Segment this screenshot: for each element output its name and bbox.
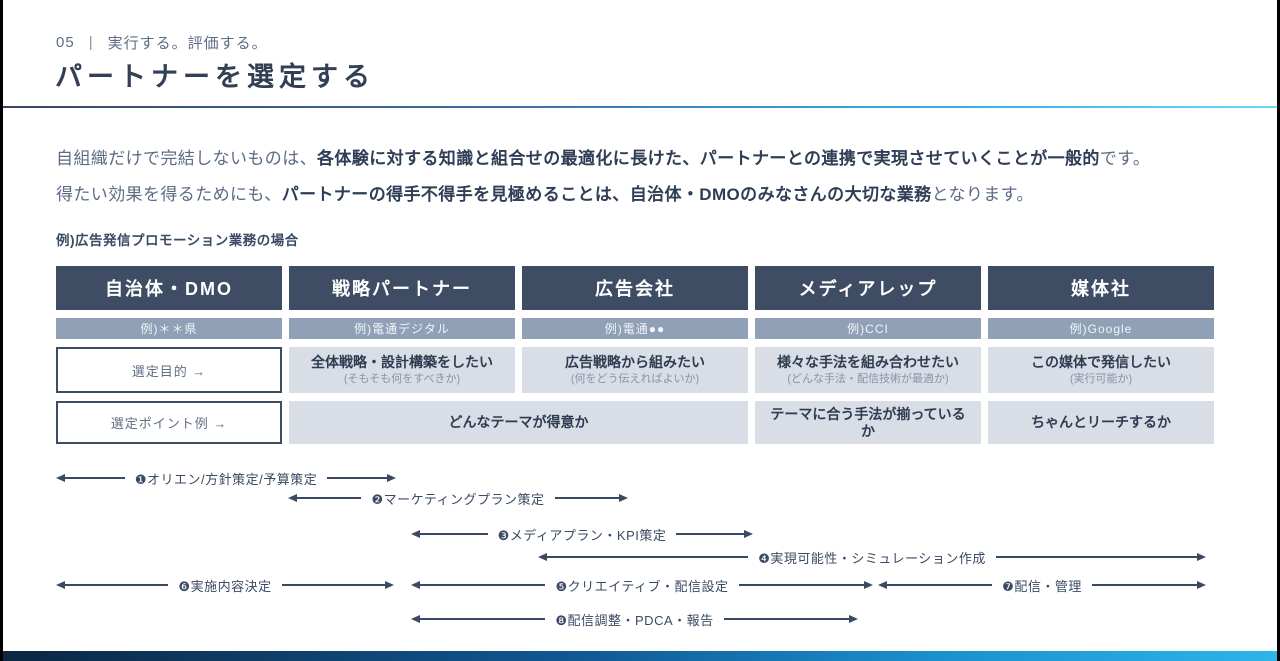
arrow-left-icon: [56, 474, 65, 482]
row-label-points: 選定ポイント例 →: [56, 401, 282, 444]
timeline-label: ❼配信・管理: [1002, 578, 1082, 594]
arrow-left-icon: [288, 494, 297, 502]
timeline-label: ❺クリエイティブ・配信設定: [555, 578, 729, 594]
timeline-line: [887, 584, 993, 586]
intro-line1-suffix: です。: [1099, 149, 1151, 168]
timeline-line: [420, 584, 546, 586]
purpose-cell: 様々な手法を組み合わせたい (どんな手法・配信技術が最適か): [755, 347, 981, 393]
timeline-line: [723, 618, 849, 620]
points-cell: ちゃんとリーチするか: [988, 401, 1214, 444]
timeline-line: [420, 618, 546, 620]
arrow-right-icon: [864, 581, 873, 589]
timeline-line: [1091, 584, 1197, 586]
timeline-line: [554, 497, 619, 499]
arrow-left-icon: [411, 581, 420, 589]
intro-line1-bold: 各体験に対する知識と組合せの最適化に長けた、パートナーとの連携で実現させていくこ…: [317, 149, 1100, 168]
arrow-left-icon: [56, 581, 65, 589]
timeline-item-2: ❷マーケティングプラン策定: [288, 489, 628, 507]
table-example-cell: 例)電通●●: [522, 318, 748, 339]
purpose-title: この媒体で発信したい: [1031, 354, 1171, 370]
arrow-right-icon: [1197, 581, 1206, 589]
purpose-cell: この媒体で発信したい (実行可能か): [988, 347, 1214, 393]
table-header-senryaku: 戦略パートナー: [289, 266, 515, 310]
table-example-cell: 例)＊＊県: [56, 318, 282, 339]
table-header-mediarep: メディアレップ: [755, 266, 981, 310]
timeline-item-8: ❽配信調整・PDCA・報告: [411, 610, 858, 628]
intro-line2-bold: パートナーの得手不得手を見極めることは、自治体・DMOのみなさんの大切な業務: [281, 185, 932, 204]
table-header-koukoku: 広告会社: [522, 266, 748, 310]
timeline-item-4: ❹実現可能性・シミュレーション作成: [538, 548, 1207, 566]
purpose-note: (何をどう伝えればよいか): [570, 373, 700, 385]
timeline-line: [547, 556, 749, 558]
purpose-title: 全体戦略・設計構築をしたい: [311, 354, 493, 370]
table-header-jichitai: 自治体・DMO: [56, 266, 282, 310]
purpose-note: (そもそも何をすべきか): [343, 373, 461, 385]
table-header-baitai: 媒体社: [988, 266, 1214, 310]
section-label: 実行する。評価する。: [107, 35, 268, 52]
arrow-left-icon: [411, 530, 420, 538]
purpose-note: (実行可能か): [1069, 373, 1133, 385]
intro-line-2: 得たい効果を得るためにも、パートナーの得手不得手を見極めることは、自治体・DMO…: [56, 177, 1150, 213]
timeline-label: ❽配信調整・PDCA・報告: [555, 612, 714, 628]
timeline-line: [281, 584, 385, 586]
timeline-item-7: ❼配信・管理: [878, 576, 1206, 594]
header-eyebrow: 05 | 実行する。評価する。: [56, 32, 268, 53]
row-label-purpose: 選定目的 →: [56, 347, 282, 393]
purpose-cell: 広告戦略から組みたい (何をどう伝えればよいか): [522, 347, 748, 393]
timeline-line: [65, 584, 169, 586]
timeline-line: [676, 533, 745, 535]
arrow-left-icon: [538, 553, 547, 561]
purpose-note: (どんな手法・配信技術が最適か): [787, 373, 949, 385]
arrow-right-icon: [744, 530, 754, 538]
timeline-label: ❸メディアプラン・KPI策定: [497, 527, 667, 543]
table-example-cell: 例)CCI: [755, 318, 981, 339]
timeline-item-6: ❻実施内容決定: [56, 576, 394, 594]
arrow-left-icon: [411, 615, 420, 623]
arrow-right-icon: [619, 494, 628, 502]
timeline-line: [327, 477, 388, 479]
points-cell: テーマに合う手法が揃っているか: [755, 401, 981, 444]
slide-number: 05: [56, 34, 75, 51]
timeline-line: [995, 556, 1198, 558]
purpose-title: 様々な手法を組み合わせたい: [777, 354, 959, 370]
timeline-line: [738, 584, 864, 586]
example-caption: 例)広告発信プロモーション業務の場合: [56, 233, 299, 248]
eyebrow-separator: |: [88, 34, 94, 51]
timeline-line: [420, 533, 488, 535]
timeline-item-1: ❶オリエン/方針策定/予算策定: [56, 469, 397, 487]
timeline-label: ❹実現可能性・シミュレーション作成: [758, 550, 986, 566]
arrow-left-icon: [878, 581, 887, 589]
intro-paragraph: 自組織だけで完結しないものは、各体験に対する知識と組合せの最適化に長けた、パート…: [56, 141, 1150, 213]
timeline-label: ❶オリエン/方針策定/予算策定: [134, 471, 318, 487]
purpose-title: 広告戦略から組みたい: [565, 354, 705, 370]
timeline-item-3: ❸メディアプラン・KPI策定: [411, 525, 754, 543]
points-merged-cell: どんなテーマが得意か: [289, 401, 748, 444]
title-divider: [3, 106, 1277, 108]
arrow-right-icon: [385, 581, 394, 589]
table-example-cell: 例)電通デジタル: [289, 318, 515, 339]
timeline-label: ❻実施内容決定: [178, 578, 272, 594]
timeline-line: [65, 477, 125, 479]
intro-line2-normal: 得たい効果を得るためにも、: [56, 185, 282, 204]
intro-line2-suffix: となります。: [931, 185, 1034, 204]
partner-table: 自治体・DMO 戦略パートナー 広告会社 メディアレップ 媒体社 例)＊＊県 例…: [56, 266, 1214, 444]
timeline-label: ❷マーケティングプラン策定: [371, 491, 545, 507]
bottom-accent-bar: [3, 651, 1277, 661]
intro-line1-normal: 自組織だけで完結しないものは、: [56, 149, 317, 168]
page-title: パートナーを選定する: [55, 62, 375, 92]
arrow-right-icon: [387, 474, 397, 482]
purpose-cell: 全体戦略・設計構築をしたい (そもそも何をすべきか): [289, 347, 515, 393]
arrow-right-icon: [1197, 553, 1207, 561]
table-example-cell: 例)Google: [988, 318, 1214, 339]
arrow-right-icon: [849, 615, 858, 623]
timeline-item-5: ❺クリエイティブ・配信設定: [411, 576, 873, 594]
intro-line-1: 自組織だけで完結しないものは、各体験に対する知識と組合せの最適化に長けた、パート…: [56, 141, 1150, 177]
timeline-line: [297, 497, 362, 499]
